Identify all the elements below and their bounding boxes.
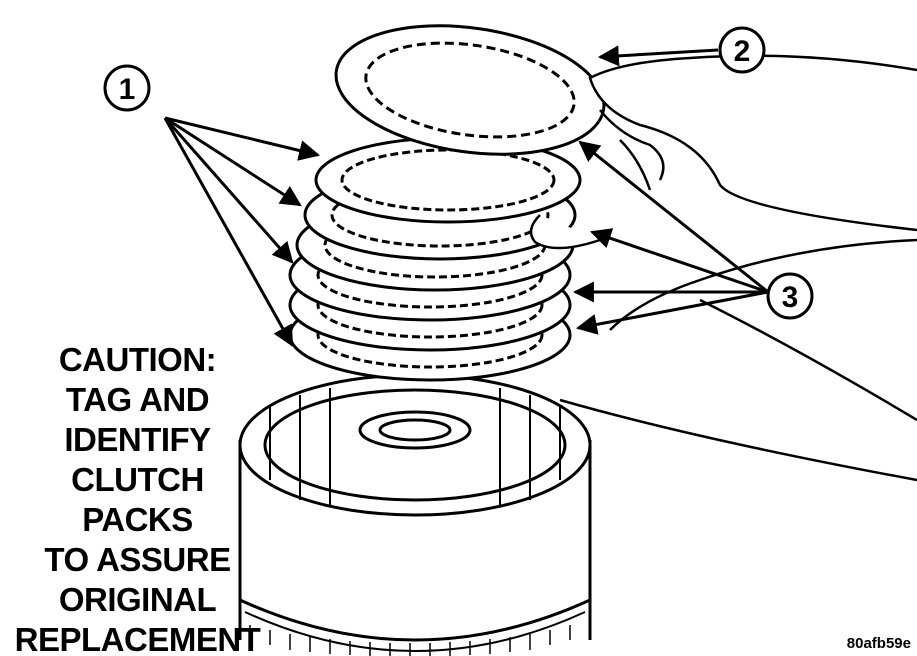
caution-line: CAUTION: [58,341,217,378]
callout-1: 1 [103,64,321,347]
caution-line: TO ASSURE [44,541,231,578]
caution-line: REPLACEMENT [14,621,261,656]
caution-line: PACKS [82,501,193,538]
callout-3: 3 [572,140,814,335]
caution-note: CAUTION: TAG AND IDENTIFY CLUTCH PACKS T… [0,340,275,656]
clutch-housing [238,373,592,656]
callout-2: 2 [597,26,766,74]
caution-line: TAG AND [65,381,210,418]
clutch-plate-stack [288,136,582,382]
callout-1-label: 1 [119,73,136,106]
callout-3-label: 3 [782,281,799,314]
reaction-plate [334,24,606,156]
caution-line: ORIGINAL [58,581,217,618]
callout-2-label: 2 [734,35,751,68]
caution-line: IDENTIFY [64,421,211,458]
figure-id: 80afb59e [846,635,911,652]
caution-line: CLUTCH [71,461,204,498]
